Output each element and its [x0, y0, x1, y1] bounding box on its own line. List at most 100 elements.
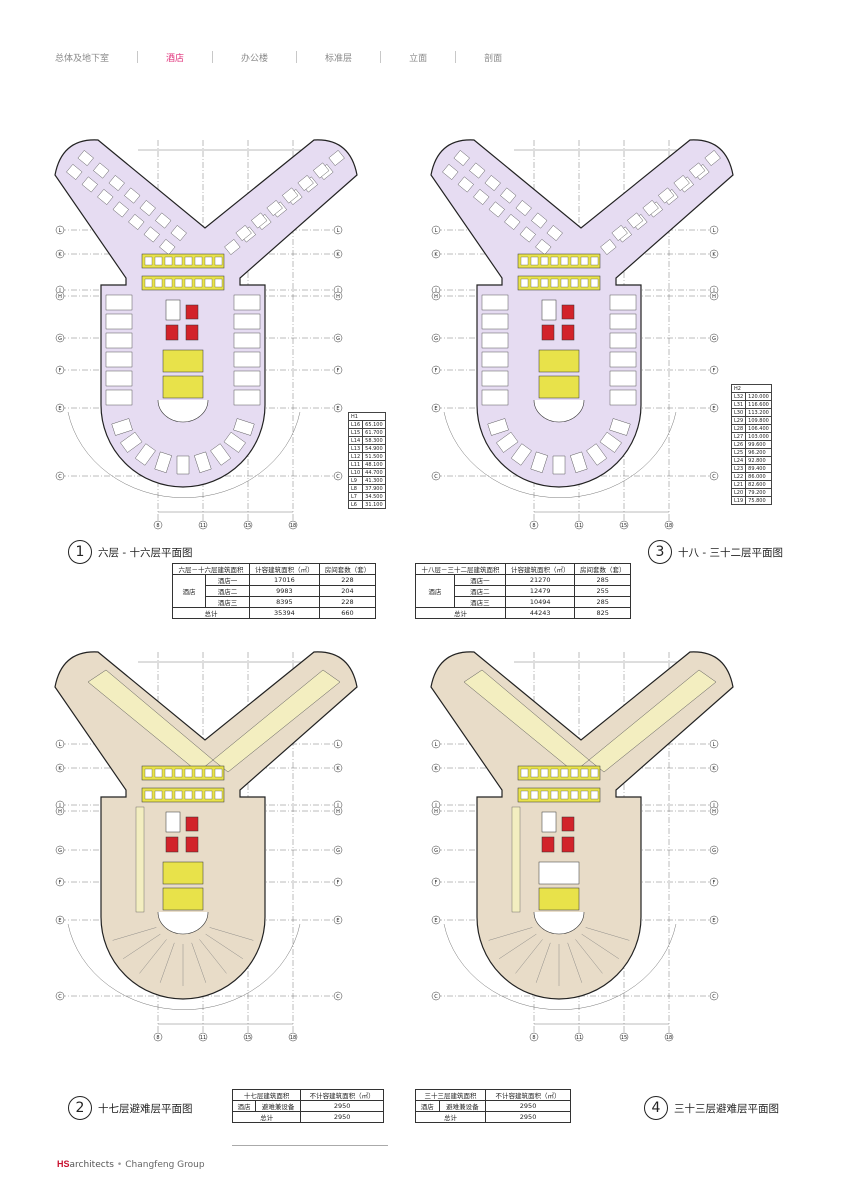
level-name: L26 [730, 440, 747, 449]
guest-room [530, 451, 548, 473]
grid-bubble [288, 520, 298, 530]
radial-partition [139, 939, 167, 974]
grid-bubble [333, 915, 343, 925]
elevator-car [144, 278, 153, 288]
nav-item-elevation[interactable]: 立面 [409, 53, 428, 64]
guest-room [282, 187, 299, 204]
grid-label: E [336, 406, 339, 412]
level-name: L23 [730, 464, 747, 473]
grid-bubble [55, 225, 65, 235]
guest-room [111, 418, 133, 436]
guest-room [570, 451, 588, 473]
table-header: 不计容建筑面积（㎡） [300, 1089, 384, 1101]
elevator-car [174, 278, 183, 288]
service-elevators [538, 861, 580, 885]
guest-room [689, 162, 706, 179]
grid-label: C [58, 474, 62, 480]
grid-bubble [333, 763, 343, 773]
service-elevators [162, 861, 204, 885]
lobby-curve [157, 399, 209, 423]
guest-room [223, 431, 246, 453]
grid-bubble [333, 845, 343, 855]
guest-room [194, 451, 212, 473]
nav-item-section[interactable]: 剖面 [484, 53, 503, 64]
elevator-car [164, 768, 173, 778]
level-elevation: 92.800 [745, 456, 772, 465]
nav-divider [212, 51, 214, 63]
grid-bubble [333, 806, 343, 816]
guest-room [143, 226, 160, 243]
radial-partition [575, 939, 603, 974]
table-cell: 2950 [300, 1100, 384, 1112]
guest-room [77, 150, 94, 167]
guest-room [586, 443, 608, 466]
grid-label: C [434, 474, 438, 480]
table-cell: 35394 [248, 607, 320, 619]
grid-label: J [712, 803, 714, 809]
level-elevation: 48.100 [362, 460, 386, 469]
level-elevation: 44.700 [362, 468, 386, 477]
elevator-car [570, 278, 579, 288]
table-cell: 21270 [505, 574, 576, 586]
grid-label: J [58, 288, 60, 294]
guest-room [552, 455, 566, 475]
level-elevation: 54.900 [362, 444, 386, 453]
grid-bubble [709, 806, 719, 816]
table-cell: 228 [318, 574, 377, 586]
table-header: 六层－十六层建筑面积 [172, 563, 250, 575]
grid-label: J [434, 288, 436, 294]
radial-partition [581, 933, 619, 959]
grid-bubble [55, 806, 65, 816]
guest-room [609, 418, 631, 436]
elevator-car [204, 278, 213, 288]
grid-bubble [431, 471, 441, 481]
guest-room [481, 294, 509, 311]
fire-shaft [561, 324, 575, 341]
grid-bubble [709, 915, 719, 925]
elevator-car [154, 768, 163, 778]
fire-shaft [561, 816, 575, 832]
service-elevators [162, 349, 204, 373]
grid-label: H [712, 809, 716, 815]
table-cell: 10494 [505, 596, 576, 608]
plan-interior [463, 669, 717, 986]
guest-room [609, 370, 637, 387]
grid-bubble [431, 225, 441, 235]
nav-item-hotel[interactable]: 酒店 [166, 53, 185, 64]
nav-item-overall[interactable]: 总体及地下室 [55, 53, 110, 64]
level-name: L29 [730, 416, 747, 425]
elevator-car [580, 790, 589, 800]
plan-caption-4: 4 三十三层避难层平面图 [644, 1096, 779, 1120]
guest-room [233, 370, 261, 387]
grid-label: 11 [576, 1035, 582, 1041]
level-name: L12 [347, 452, 364, 461]
fire-shaft [185, 836, 199, 853]
area-table-18-32: 十八层－三十二层建筑面积 计容建筑面积（㎡） 房间套数（套） 酒店 酒店一 21… [414, 563, 631, 619]
guest-room [124, 187, 141, 204]
nav-item-office[interactable]: 办公楼 [241, 53, 269, 64]
refuge-corridor [212, 669, 341, 773]
building-outline [54, 139, 358, 488]
guest-room [235, 225, 252, 241]
refuge-corridor [588, 669, 717, 773]
elevator-car [214, 790, 223, 800]
guest-room [233, 418, 255, 436]
lobby-curve [533, 399, 585, 423]
grid-label: 8 [156, 1035, 159, 1041]
grid-label: L [713, 228, 716, 234]
table-cell: 12479 [505, 585, 576, 597]
elevator-car [540, 768, 549, 778]
grid-label: 11 [200, 523, 206, 529]
grid-label: F [713, 368, 716, 374]
grid-label: C [336, 994, 340, 1000]
nav-item-typical-floor[interactable]: 标准层 [325, 53, 353, 64]
table-cell: 2950 [485, 1100, 571, 1112]
grid-bubble [55, 249, 65, 259]
table-cell: 17016 [248, 574, 320, 586]
guest-room [66, 163, 83, 180]
